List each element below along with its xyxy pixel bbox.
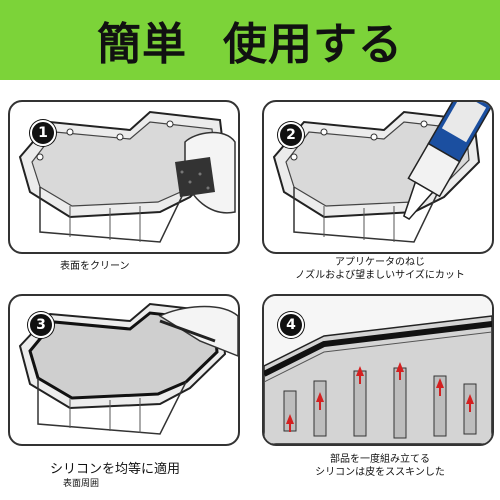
banner-title-right: 使用する	[223, 19, 403, 70]
banner-title-left: 簡単	[97, 19, 187, 70]
step-1-panel: 1	[8, 100, 240, 254]
step-2-caption-line1: アプリケータのねじ	[335, 257, 425, 268]
step-4-badge: 4	[278, 312, 304, 338]
red-arrows	[286, 362, 474, 432]
step-3-caption: シリコンを均等に適用	[50, 462, 181, 477]
step-3-badge: 3	[28, 312, 54, 338]
oil-pan-illustration-3	[18, 302, 238, 435]
step-3-panel: 3	[8, 294, 240, 446]
step-2-badge: 2	[278, 122, 304, 148]
step-4-caption-line2: シリコンは皮をススキンした	[315, 467, 445, 478]
step-4-panel: 4	[262, 294, 494, 446]
step-4-caption-line1: 部品を一度組み立てる	[330, 454, 430, 465]
oil-pan-illustration-2	[272, 102, 492, 243]
step-3-subcaption: 表面周囲	[63, 479, 100, 489]
banner-title: 簡単 使用する	[0, 0, 500, 80]
step-2-caption-line2: ノズルおよび望ましいサイズにカット	[295, 270, 465, 281]
engine-block-illustration-4	[264, 296, 492, 444]
step-1-badge: 1	[30, 120, 56, 146]
title-banner	[0, 0, 500, 80]
step-2-caption: アプリケータのねじ ノズルおよび望ましいサイズにカット	[275, 256, 485, 282]
step-1-caption: 表面をクリーン	[60, 261, 130, 272]
step-4-caption: 部品を一度組み立てる シリコンは皮をススキンした	[300, 453, 460, 479]
oil-pan-illustration-1	[18, 110, 236, 243]
step-2-panel: 2	[262, 100, 494, 254]
